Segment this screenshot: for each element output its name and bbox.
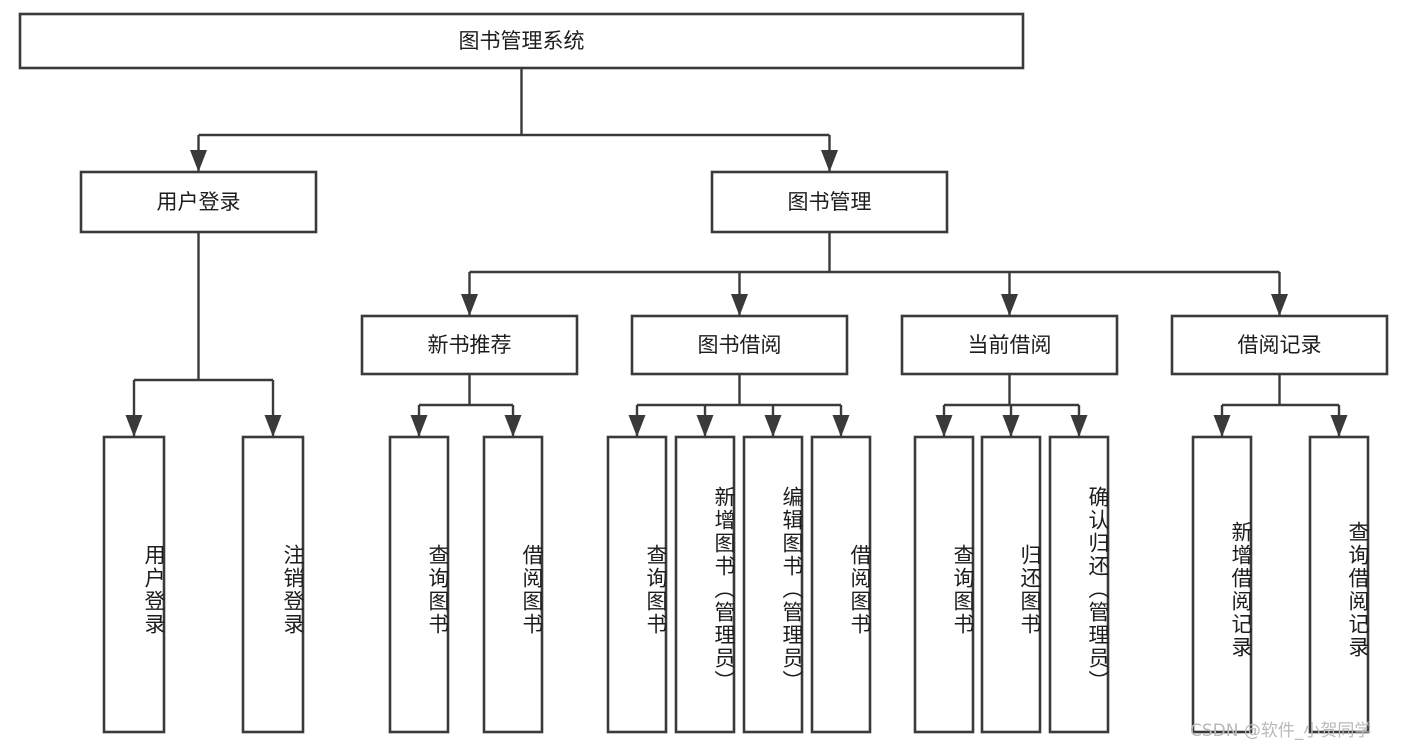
node-label-leaf-borrow-book-rec: 借阅图书 (520, 543, 544, 636)
node-box-leaf-add-book[interactable] (674, 435, 736, 734)
node-box-leaf-query-book-borrow[interactable] (606, 435, 668, 734)
node-label-leaf-borrow-book: 借阅图书 (848, 543, 872, 636)
node-box-leaf-add-record[interactable] (1191, 435, 1253, 734)
node-label-leaf-query-book-rec: 查询图书 (426, 543, 450, 636)
node-box-leaf-borrow-book-rec[interactable] (482, 435, 544, 734)
arrow-head-icon (821, 150, 838, 172)
arrow-head-icon (504, 415, 522, 437)
node-label-new-book-recommend: 新书推荐 (428, 333, 512, 357)
node-label-leaf-user-login: 用户登录 (142, 543, 166, 636)
node-label-leaf-query-book-borrow: 查询图书 (644, 543, 668, 636)
node-box-leaf-borrow-book[interactable] (810, 435, 872, 734)
node-label-leaf-add-record: 新增借阅记录 (1229, 520, 1253, 659)
node-box-leaf-confirm-return[interactable] (1048, 435, 1110, 734)
arrow-head-icon (1330, 415, 1348, 437)
node-label-leaf-logout: 注销登录 (281, 543, 305, 636)
node-box-layer (18, 12, 1389, 734)
node-box-leaf-logout[interactable] (241, 435, 305, 734)
arrow-head-icon (1002, 415, 1020, 437)
arrow-head-icon (832, 415, 850, 437)
node-box-book-manage[interactable] (710, 170, 949, 234)
node-box-new-book-recommend[interactable] (360, 314, 579, 376)
node-label-borrow-record: 借阅记录 (1238, 333, 1322, 357)
arrow-head-icon (410, 415, 428, 437)
arrow-head-icon (1070, 415, 1088, 437)
node-label-current-borrow: 当前借阅 (968, 333, 1052, 357)
arrow-head-icon (461, 294, 478, 316)
arrow-head-icon (190, 150, 207, 172)
node-label-leaf-query-record: 查询借阅记录 (1346, 520, 1370, 659)
arrow-head-icon (935, 415, 953, 437)
csdn-watermark: CSDN @软件_小贺同学 (1190, 721, 1372, 741)
node-box-leaf-query-book-cur[interactable] (913, 435, 975, 734)
arrow-head-icon (764, 415, 782, 437)
node-box-leaf-query-record[interactable] (1308, 435, 1370, 734)
node-box-leaf-query-book-rec[interactable] (388, 435, 450, 734)
node-label-book-borrow: 图书借阅 (698, 333, 782, 357)
arrow-head-icon (628, 415, 646, 437)
node-box-leaf-return-book[interactable] (980, 435, 1042, 734)
node-box-leaf-edit-book[interactable] (742, 435, 804, 734)
node-box-root[interactable] (18, 12, 1025, 70)
node-box-current-borrow[interactable] (900, 314, 1119, 376)
node-label-leaf-return-book: 归还图书 (1018, 543, 1042, 636)
arrow-head-icon (1271, 294, 1288, 316)
node-label-user-login: 用户登录 (157, 190, 241, 214)
node-label-leaf-confirm-return: 确认归还（管理员） (1086, 486, 1110, 693)
connector-layer (125, 68, 1348, 437)
node-box-user-login[interactable] (79, 170, 318, 234)
node-box-leaf-user-login[interactable] (102, 435, 166, 734)
node-label-book-manage: 图书管理 (788, 190, 872, 214)
arrow-head-icon (1001, 294, 1018, 316)
node-box-borrow-record[interactable] (1170, 314, 1389, 376)
node-label-leaf-query-book-cur: 查询图书 (951, 543, 975, 636)
arrow-head-icon (125, 415, 143, 437)
node-label-leaf-add-book: 新增图书（管理员） (712, 486, 736, 693)
node-box-book-borrow[interactable] (630, 314, 849, 376)
node-label-leaf-edit-book: 编辑图书（管理员） (780, 486, 804, 693)
arrow-head-icon (696, 415, 714, 437)
arrow-head-icon (731, 294, 748, 316)
node-label-root: 图书管理系统 (459, 29, 585, 53)
arrow-head-icon (264, 415, 282, 437)
arrow-head-icon (1213, 415, 1231, 437)
